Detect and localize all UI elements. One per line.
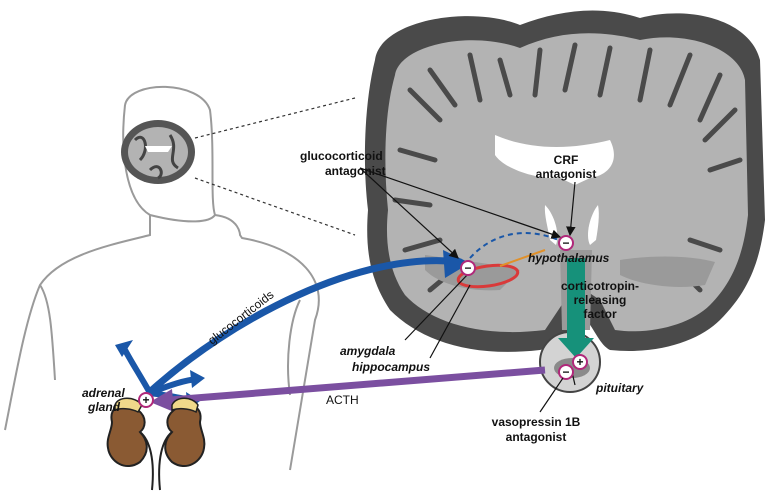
minus-text: − [562, 365, 569, 379]
minus-sign-hypothalamus: − [559, 236, 573, 250]
hypothalamus-label: hypothalamus [528, 251, 610, 265]
zoom-line-top [195, 98, 355, 138]
blue-spread-arrows [124, 348, 198, 400]
amygdala-label: amygdala [340, 344, 396, 358]
spread-arrowhead-right [190, 370, 205, 388]
pituitary-label: pituitary [595, 381, 645, 395]
glucocorticoid-antagonist-label-1: glucocorticoid [300, 149, 383, 163]
adrenal-gland-label-2: gland [87, 400, 121, 414]
kidney-right [159, 405, 204, 490]
kidney-left [108, 405, 153, 490]
crf-factor-label-3: factor [583, 307, 617, 321]
zoom-line-bottom [195, 178, 355, 235]
minus-text: − [464, 261, 471, 275]
crf-antagonist-label-1: CRF [554, 153, 579, 167]
minus-sign-pituitary: − [559, 365, 573, 379]
hippocampus-label: hippocampus [352, 360, 430, 374]
small-brain-icon [121, 120, 195, 184]
plus-sign-pituitary: + [573, 355, 587, 369]
vasopressin-label-2: antagonist [506, 430, 567, 444]
adrenal-gland-label-1: adrenal [82, 386, 125, 400]
glucocorticoid-antagonist-label-2: antagonist [325, 164, 386, 178]
minus-text: − [562, 236, 569, 250]
crf-antagonist-label-2: antagonist [536, 167, 597, 181]
plus-text: + [142, 393, 149, 407]
vasopressin-label-1: vasopressin 1B [492, 415, 581, 429]
glucocorticoids-label: glucocorticoids [205, 287, 276, 347]
minus-sign-amygdala: − [461, 261, 475, 275]
large-brain-section [365, 11, 765, 352]
crf-factor-label-1: corticotropin- [561, 279, 639, 293]
plus-sign-adrenal: + [139, 393, 153, 407]
acth-label: ACTH [326, 393, 359, 407]
crf-factor-label-2: releasing [574, 293, 627, 307]
plus-text: + [576, 355, 583, 369]
